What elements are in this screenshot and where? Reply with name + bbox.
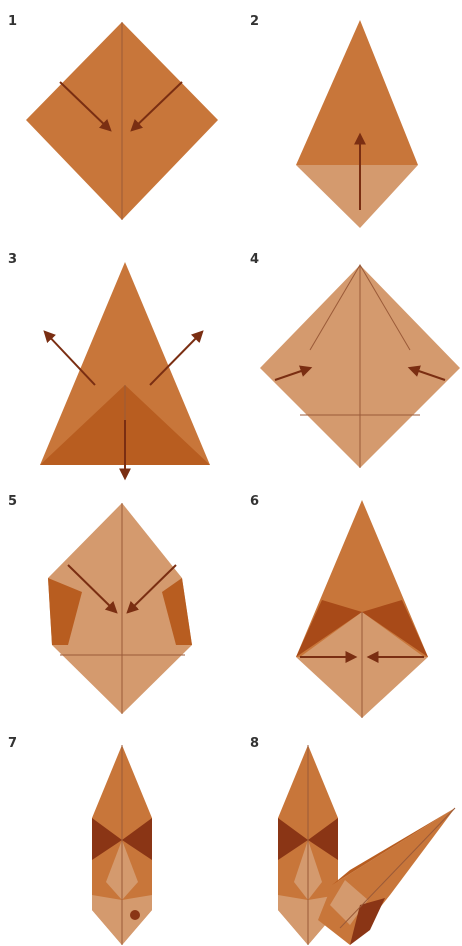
kite-bottom: [296, 165, 418, 228]
step-6-diagram: [296, 500, 428, 718]
step-3-diagram: [40, 262, 210, 478]
step-4-diagram: [260, 265, 460, 468]
step-8-diagram: [278, 745, 455, 945]
leaf-right: [318, 808, 455, 945]
step-7-diagram: [92, 745, 152, 945]
fold-point-marker: [130, 910, 140, 920]
step-2-diagram: [296, 20, 418, 228]
kite-top: [296, 20, 418, 165]
step-5-diagram: [48, 503, 192, 714]
step-1-diagram: [26, 22, 218, 220]
